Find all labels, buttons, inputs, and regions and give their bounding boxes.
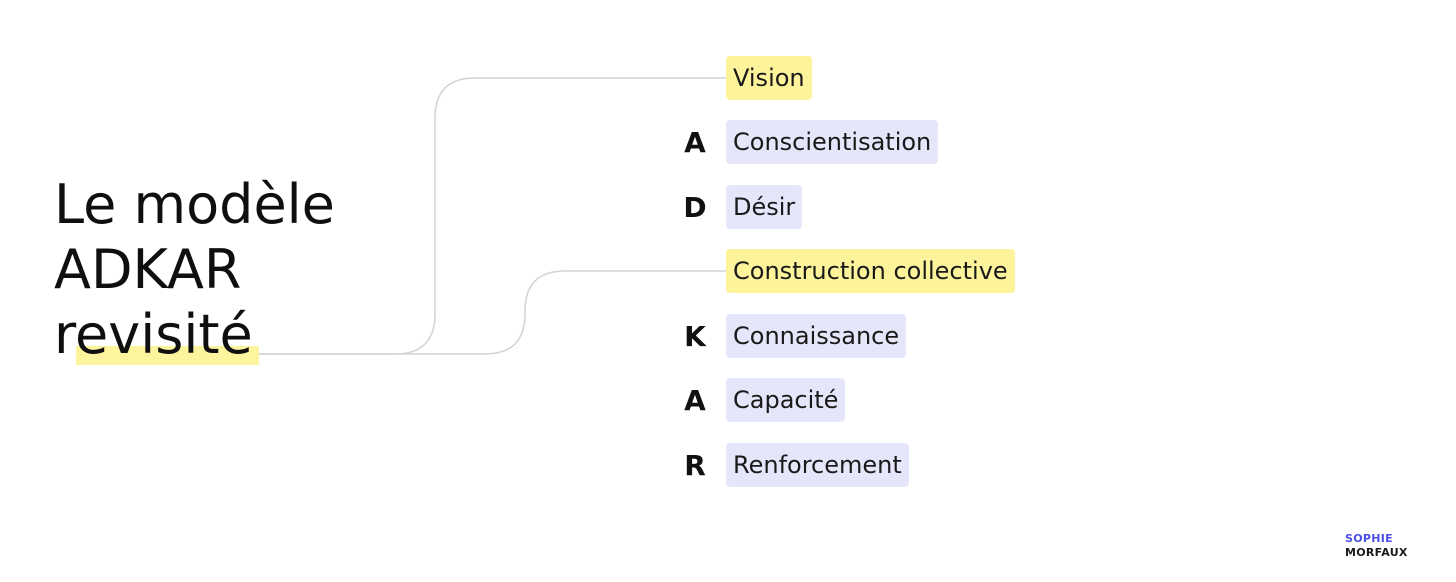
item-vision: Vision bbox=[670, 56, 812, 100]
item-capacite: A Capacité bbox=[670, 378, 846, 422]
item-label: Connaissance bbox=[726, 314, 907, 358]
title-line-1: Le modèle bbox=[54, 173, 335, 236]
logo-line-2: MORFAUX bbox=[1345, 546, 1408, 559]
item-label: Désir bbox=[726, 185, 803, 229]
item-desir: D Désir bbox=[670, 185, 803, 229]
item-label: Construction collective bbox=[726, 249, 1015, 293]
title-line-2: ADKAR bbox=[54, 238, 242, 301]
item-label: Capacité bbox=[726, 378, 846, 422]
diagram-title: Le modèle ADKAR revisité bbox=[54, 172, 335, 367]
item-label: Renforcement bbox=[726, 443, 909, 487]
connector-to-construction-collective bbox=[258, 270, 728, 355]
item-letter: A bbox=[684, 125, 706, 159]
item-letter: A bbox=[684, 383, 706, 417]
title-highlight bbox=[76, 346, 259, 365]
logo-line-1: SOPHIE bbox=[1345, 532, 1393, 545]
item-construction-collective: Construction collective bbox=[670, 249, 1015, 293]
item-label: Conscientisation bbox=[726, 120, 939, 164]
title-line-3: revisité bbox=[54, 302, 335, 367]
item-conscientisation: A Conscientisation bbox=[670, 120, 939, 164]
brand-logo: SOPHIE MORFAUX bbox=[1345, 532, 1408, 560]
item-letter: K bbox=[684, 319, 706, 353]
item-connaissance: K Connaissance bbox=[670, 314, 907, 358]
item-letter: D bbox=[683, 190, 707, 224]
item-renforcement: R Renforcement bbox=[670, 443, 909, 487]
item-letter: R bbox=[684, 448, 706, 482]
connector-to-vision bbox=[258, 77, 728, 355]
item-label: Vision bbox=[726, 56, 812, 100]
